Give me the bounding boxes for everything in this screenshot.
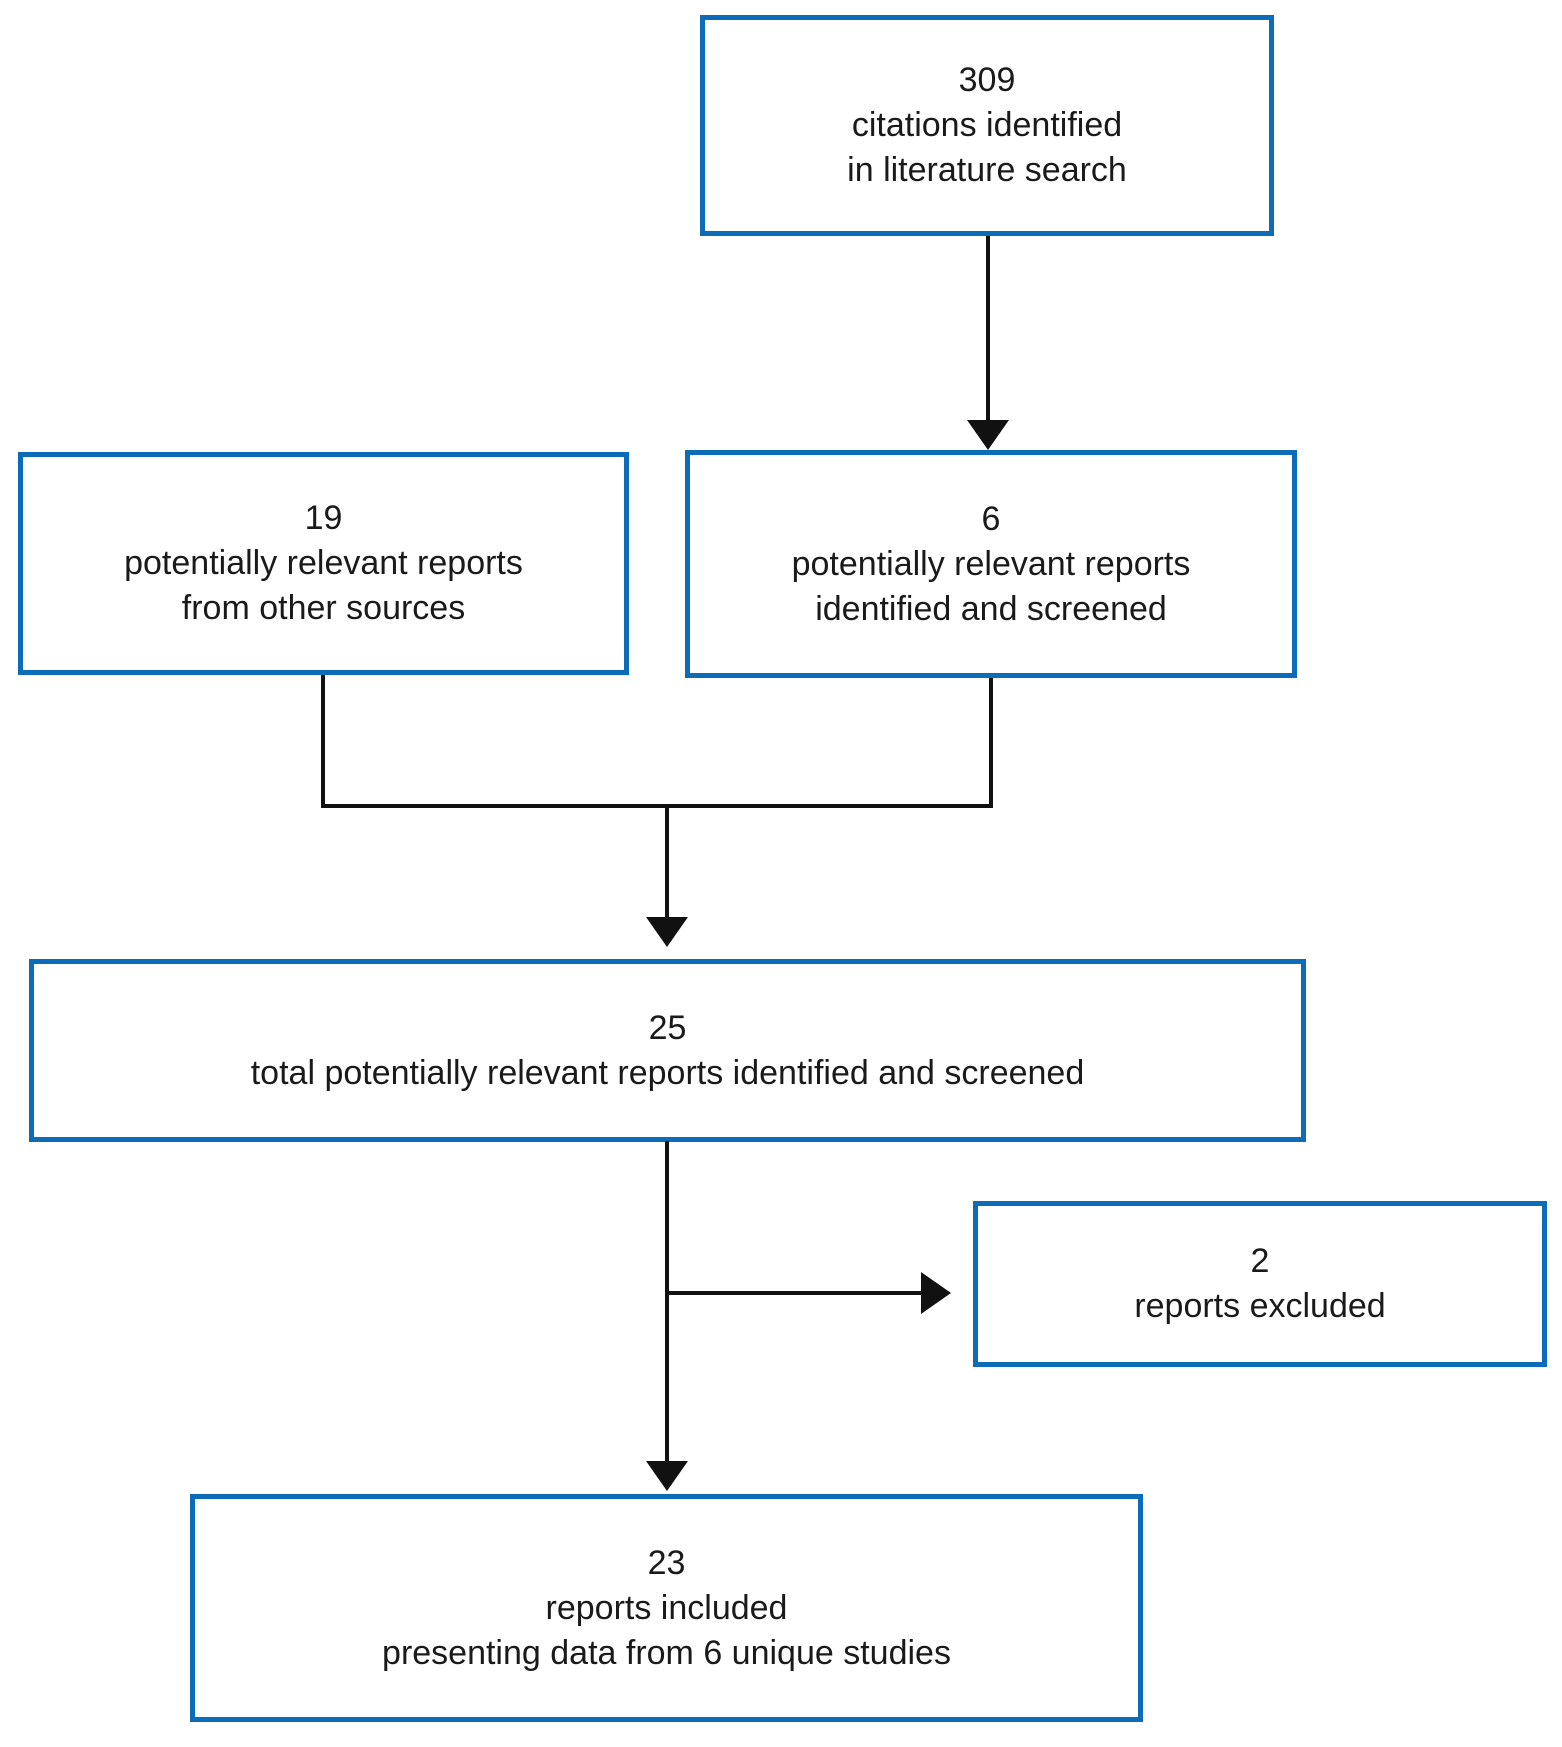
citations-count: 309 [958,61,1016,99]
excluded-count: 2 [1250,1242,1270,1280]
connector-merge-to-total-line [665,804,669,919]
connector-branch-to-excluded-line [665,1291,923,1295]
connector-merge-horizontal-line [321,804,993,808]
other-sources-count: 19 [304,499,343,537]
connector-other-sources-drop-line [321,675,325,808]
connector-screened-drop-line [989,678,993,808]
connector-total-to-included-line [665,1141,669,1463]
box-reports-included: 23 reports included presenting data from… [190,1494,1143,1722]
box-total-reports-screened: 25 total potentially relevant reports id… [29,959,1306,1142]
box-reports-identified-screened: 6 potentially relevant reports identifie… [685,450,1297,678]
arrow-down-total-to-included-icon [646,1461,688,1491]
included-label-line1: reports included [545,1588,788,1627]
box-reports-other-sources: 19 potentially relevant reports from oth… [18,452,629,675]
identified-screened-label-line1: potentially relevant reports [791,544,1191,583]
citations-label-line2: in literature search [847,151,1127,189]
included-count: 23 [647,1543,686,1582]
included-label-line2: presenting data from 6 unique studies [382,1633,951,1672]
arrow-right-to-excluded-icon [921,1272,951,1314]
citations-label-line1: citations identified [851,106,1123,144]
total-screened-label: total potentially relevant reports ident… [250,1053,1085,1092]
identified-screened-count: 6 [981,499,1001,538]
box-reports-excluded: 2 reports excluded [973,1201,1547,1367]
box-citations-identified: 309 citations identified in literature s… [700,15,1274,236]
other-sources-label-line1: potentially relevant reports [124,544,523,582]
arrow-down-citations-to-screened-icon [967,420,1009,450]
other-sources-label-line2: from other sources [181,589,466,627]
excluded-label: reports excluded [1134,1287,1386,1325]
total-screened-count: 25 [648,1008,687,1047]
arrow-down-merge-to-total-icon [646,917,688,947]
connector-citations-to-screened-line [986,236,990,422]
identified-screened-label-line2: identified and screened [815,589,1167,628]
